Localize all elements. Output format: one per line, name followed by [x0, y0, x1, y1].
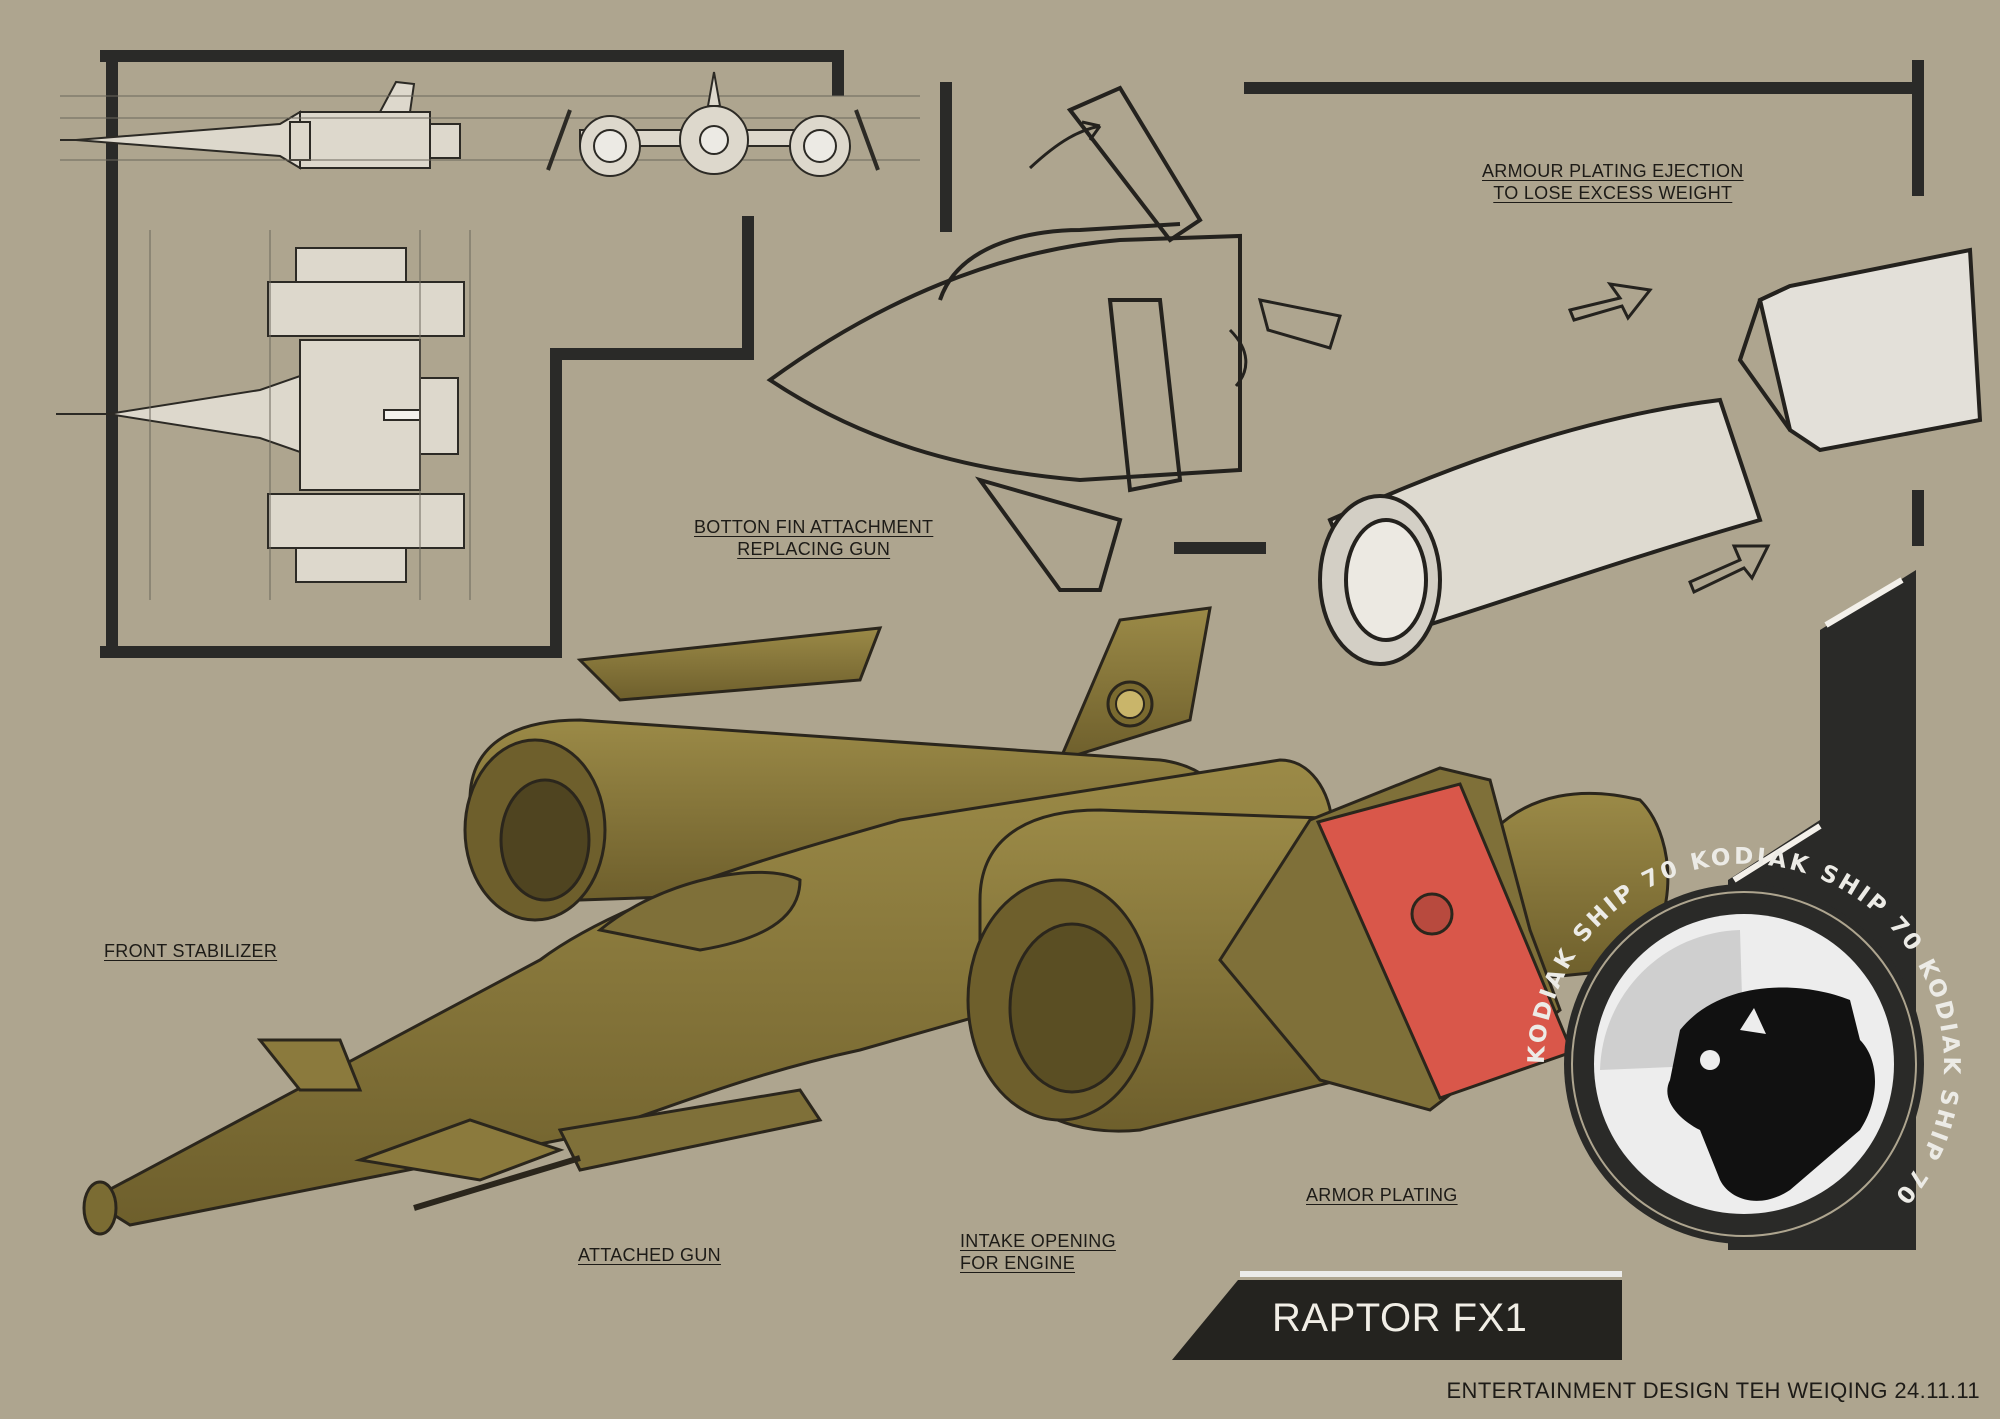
sheet-title: RAPTOR FX1	[1272, 1296, 1528, 1340]
bear-head-icon	[1667, 987, 1875, 1201]
bear-head-icon	[1115, 689, 1145, 719]
ortho-side-view	[60, 80, 920, 170]
label-attached-gun: ATTACHED GUN	[578, 1245, 721, 1265]
label-armor-plating: ARMOR PLATING	[1306, 1185, 1458, 1205]
sheet-credit: ENTERTAINMENT DESIGN TEH WEIQING 24.11.1…	[1446, 1378, 1980, 1403]
frame-lines	[100, 50, 1924, 658]
frame-highlight	[1824, 577, 1904, 628]
raptor-render	[82, 606, 1670, 1236]
label-armour-ejection: ARMOUR PLATING EJECTION TO LOSE EXCESS W…	[1482, 160, 1744, 204]
canopy-sketch	[766, 85, 1342, 592]
ortho-top-view	[56, 230, 471, 600]
label-front-stabilizer: FRONT STABILIZER	[104, 941, 278, 961]
label-line: INTAKE OPENING	[960, 1231, 1116, 1251]
label-line: BOTTON FIN ATTACHMENT	[694, 517, 934, 537]
ortho-front-view	[546, 71, 880, 177]
title-plate	[1172, 1280, 1622, 1360]
label-line: REPLACING GUN	[737, 539, 891, 559]
label-line: TO LOSE EXCESS WEIGHT	[1493, 183, 1733, 203]
frame-highlight	[1732, 823, 1822, 883]
kodiak-emblem: KODIAK SHIP 70 KODIAK SHIP 70 KODIAK SHI…	[1524, 844, 1961, 1244]
label-bottom-fin: BOTTON FIN ATTACHMENT REPLACING GUN	[694, 516, 933, 560]
label-line: ARMOUR PLATING EJECTION	[1482, 161, 1744, 181]
engine-ejection-sketch	[1318, 247, 1983, 666]
label-intake: INTAKE OPENING FOR ENGINE	[960, 1230, 1116, 1274]
label-line: FOR ENGINE	[960, 1253, 1076, 1273]
